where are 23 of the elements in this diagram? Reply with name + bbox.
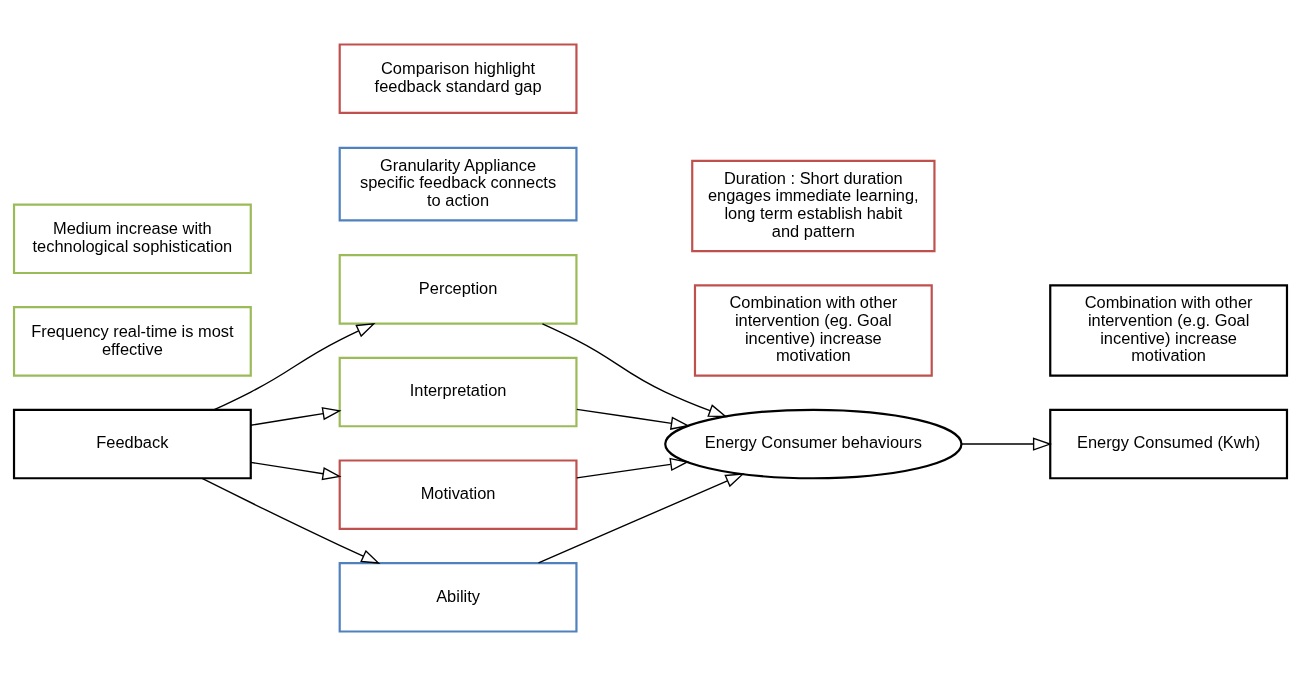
arrow [201,477,381,564]
node-box: Interpretation [338,356,578,427]
node-box: Granularity Appliance specific feedback connects to action [338,146,578,221]
arrow [961,436,1053,451]
node-ellipse: Energy Consumer behaviours [664,408,963,479]
arrow [250,461,342,480]
node-box: Comparison highlight feedback standard gap [338,42,578,114]
arrow [576,408,690,430]
arrow [537,472,745,564]
node-box: Motivation [338,458,578,530]
node-box: Ability [338,561,578,633]
node-box: Combination with other intervention (e.g. Goal incentive) increase motivation [1049,283,1289,377]
arrow [250,406,342,426]
node-box: Feedback [12,408,252,479]
node-box: Duration : Short duration engages immediate learning, long term establish habit and pattern [691,159,936,252]
node-box: Medium increase with technological sophistication [12,203,252,274]
arrow [576,457,690,478]
node-box: Perception [338,253,578,325]
node-box: Combination with other intervention (eg. Goal incentive) increase motivation [693,283,933,377]
node-box: Energy Consumed (Kwh) [1049,408,1289,479]
arrow [213,322,376,410]
arrow [541,322,728,417]
node-box: Frequency real-time is most effective [12,305,252,377]
